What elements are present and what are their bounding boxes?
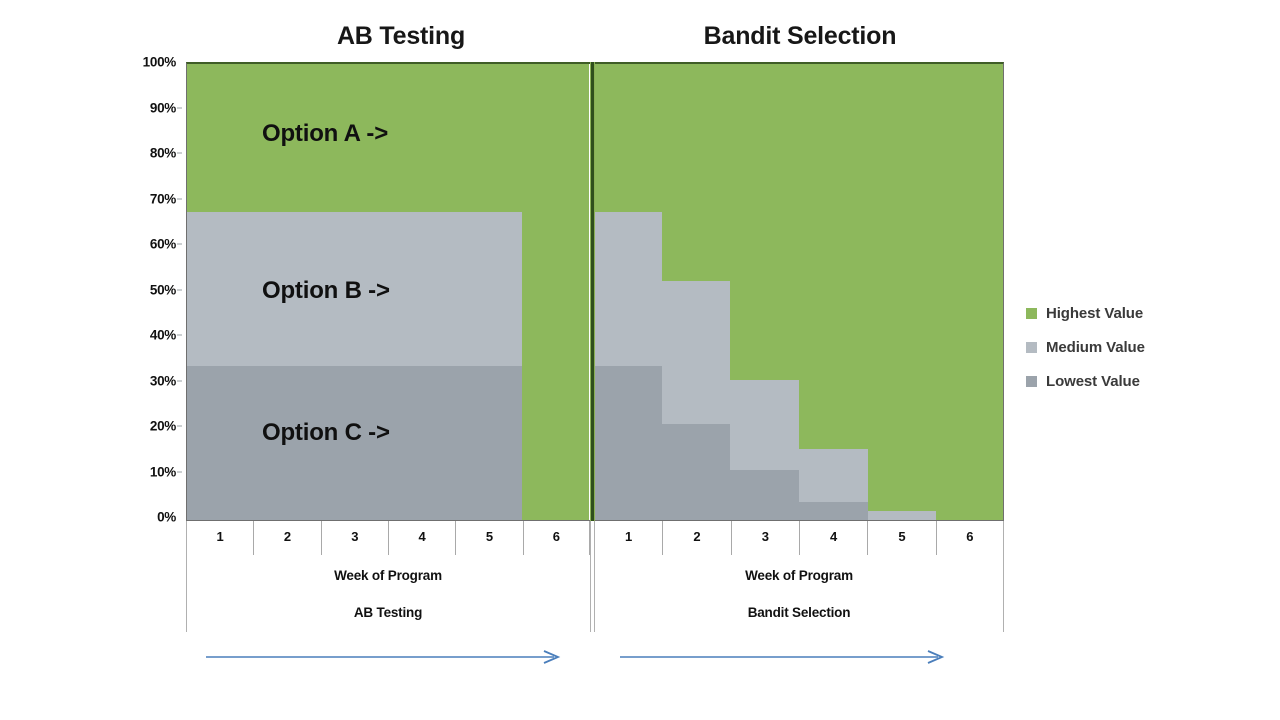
y-axis-tick-label: 40% <box>149 327 176 343</box>
area-band-lowest-value <box>730 469 799 520</box>
area-band-lowest-value <box>661 423 731 520</box>
area-band-lowest-value <box>455 366 522 520</box>
x-axis-tick-5: 5 <box>455 521 522 555</box>
flow-arrow-bandit-selection-icon <box>620 650 950 664</box>
y-axis-tick-mark <box>177 334 182 336</box>
x-axis-tick-1: 1 <box>186 521 253 555</box>
area-band-medium-value <box>867 510 937 520</box>
y-axis: 0% 10% 20% 30% 40% 50% 60% 70% 80% 90% 100% <box>122 54 182 530</box>
x-axis-sublabel-ab-testing: AB Testing <box>353 605 423 620</box>
y-axis-tick-mark <box>177 198 182 199</box>
y-axis-tick-label: 10% <box>149 464 176 479</box>
legend-swatch-icon <box>1026 341 1037 353</box>
area-band-lowest-value <box>254 366 321 520</box>
option-annotation-1: Option A -> <box>262 120 389 148</box>
y-axis-tick-label: 0% <box>157 509 176 525</box>
legend-item-label: Lowest Value <box>1046 372 1140 390</box>
area-band-lowest-value <box>799 501 868 520</box>
panel-bandit-selection <box>593 64 1003 520</box>
y-axis-tick-label: 30% <box>149 373 176 388</box>
option-annotation-3: Option C -> <box>262 418 390 446</box>
outer-rule-right <box>1003 521 1004 632</box>
legend-swatch-icon <box>1026 307 1037 319</box>
area-band-lowest-value <box>187 366 254 520</box>
y-axis-tick-label: 80% <box>149 145 176 161</box>
legend-item-1[interactable]: Highest Value <box>1026 296 1226 330</box>
area-band-lowest-value <box>593 366 662 520</box>
area-band-lowest-value <box>388 366 455 520</box>
y-axis-tick-mark <box>177 107 182 108</box>
area-band-lowest-value <box>321 366 388 520</box>
y-axis-tick-label: 20% <box>149 418 176 434</box>
flow-arrow-ab-testing-icon <box>206 650 566 664</box>
x-axis-sublabel-bandit-selection: Bandit Selection <box>747 605 851 620</box>
x-axis-label-bandit-selection: Week of Program <box>745 568 853 583</box>
panel-divider <box>590 62 595 521</box>
legend-item-label: Highest Value <box>1046 304 1144 322</box>
x-axis-tick-6: 6 <box>935 521 1004 555</box>
y-axis-tick-mark <box>177 243 182 245</box>
y-axis-tick-mark <box>177 425 182 427</box>
y-axis-tick-label: 60% <box>149 236 176 252</box>
panel-title-ab-testing: AB Testing <box>336 22 466 50</box>
legend-item-3[interactable]: Lowest Value <box>1026 364 1226 398</box>
legend-item-2[interactable]: Medium Value <box>1026 330 1226 364</box>
x-axis-tick-4: 4 <box>799 521 867 555</box>
outer-rule-left <box>186 521 187 632</box>
x-axis-tick-5: 5 <box>867 521 935 555</box>
y-axis-tick-label: 70% <box>149 191 176 206</box>
x-axis-tick-2: 2 <box>253 521 320 555</box>
y-axis-tick-mark <box>177 152 182 154</box>
y-axis-tick-label: 100% <box>142 54 177 70</box>
y-axis-tick-mark <box>177 289 182 290</box>
y-axis-tick-label: 90% <box>149 100 176 115</box>
legend-item-label: Medium Value <box>1046 338 1145 356</box>
x-axis-tick-4: 4 <box>388 521 455 555</box>
x-axis-tick-1: 1 <box>594 521 662 555</box>
y-axis-tick-label: 50% <box>149 282 176 297</box>
legend-swatch-icon <box>1026 375 1037 387</box>
panel-title-bandit-selection: Bandit Selection <box>703 22 897 50</box>
x-axis-tick-2: 2 <box>662 521 730 555</box>
y-axis-tick-mark <box>177 471 182 472</box>
x-axis-label-ab-testing: Week of Program <box>334 568 442 583</box>
outer-rule-mid-a <box>590 521 591 632</box>
option-annotation-2: Option B -> <box>262 276 390 304</box>
outer-rule-mid-b <box>594 521 595 632</box>
panel-ab-testing: Option A -> Option B -> Option C -> <box>187 64 589 520</box>
x-axis-tick-6: 6 <box>522 521 590 555</box>
y-axis-tick-mark <box>177 380 182 381</box>
x-axis-tick-3: 3 <box>320 521 388 555</box>
plot-area: Option A -> Option B -> Option C -> <box>186 62 1004 521</box>
x-axis-tick-3: 3 <box>730 521 799 555</box>
